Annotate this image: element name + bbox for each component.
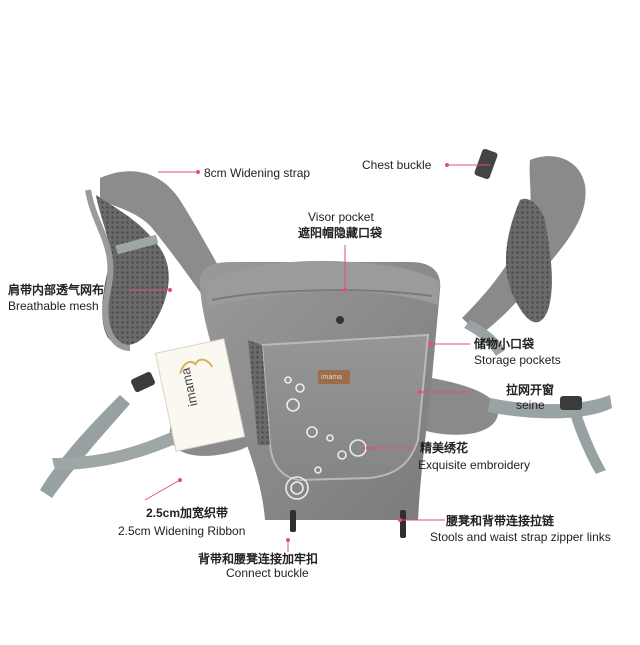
right-buckle: [560, 396, 582, 410]
label-visor-pocket-cn: 遮阳帽隐藏口袋: [298, 226, 383, 240]
label-storage-en: Storage pockets: [474, 353, 561, 367]
hood-roll: [205, 260, 440, 308]
label-breathable-en: Breathable mesh: [8, 299, 99, 313]
left-lower-strap: [52, 428, 185, 470]
label-visor-pocket-en: Visor pocket: [308, 210, 374, 224]
label-embroidery-en: Exquisite embroidery: [418, 458, 531, 472]
logo-patch: [318, 370, 350, 384]
label-connect-cn: 背带和腰凳连接加牢扣: [198, 552, 319, 566]
hang-tag: [154, 338, 246, 452]
label-seine-en: seine: [516, 398, 545, 412]
label-storage-cn: 储物小口袋: [474, 337, 535, 351]
label-ribbon-en: 2.5cm Widening Ribbon: [118, 524, 246, 538]
label-breathable-cn: 肩带内部透气网布: [8, 283, 105, 297]
right-waist-strap: [488, 395, 612, 419]
leader-lines: [130, 164, 490, 552]
label-chest-buckle: Chest buckle: [362, 158, 432, 172]
left-buckle: [131, 371, 155, 393]
left-shoulder-mesh: [96, 195, 169, 346]
label-seine-cn: 拉网开窗: [506, 383, 555, 397]
left-waist-strap: [40, 395, 130, 498]
logo-text: imama: [321, 374, 343, 381]
snap-button: [336, 316, 344, 324]
zipper-pull-right: [400, 510, 406, 538]
right-shoulder-mesh: [505, 198, 552, 323]
left-strap-webbing: [115, 234, 159, 255]
label-widening-strap: 8cm Widening strap: [204, 166, 311, 180]
label-ribbon-cn: 2.5cm加宽织带: [146, 506, 229, 520]
label-embroidery-cn: 精美绣花: [420, 441, 469, 455]
right-strap-webbing: [464, 320, 505, 356]
right-dangling-strap: [570, 410, 606, 474]
leader-dots: [168, 163, 449, 542]
label-connect-en: Connect buckle: [226, 566, 309, 580]
embroidery-bubbles: [284, 376, 367, 500]
right-chest-buckle: [474, 148, 498, 180]
seine-mesh: [248, 340, 270, 445]
waist-belt-right: [410, 376, 499, 435]
hood-seam: [211, 289, 433, 301]
left-strap-edge: [85, 189, 131, 351]
storage-pocket: [260, 333, 430, 482]
label-zipper-en: Stools and waist strap zipper links: [430, 530, 611, 544]
label-zipper-cn: 腰凳和背带连接拉链: [446, 514, 555, 528]
zipper-pull-left: [290, 510, 296, 532]
